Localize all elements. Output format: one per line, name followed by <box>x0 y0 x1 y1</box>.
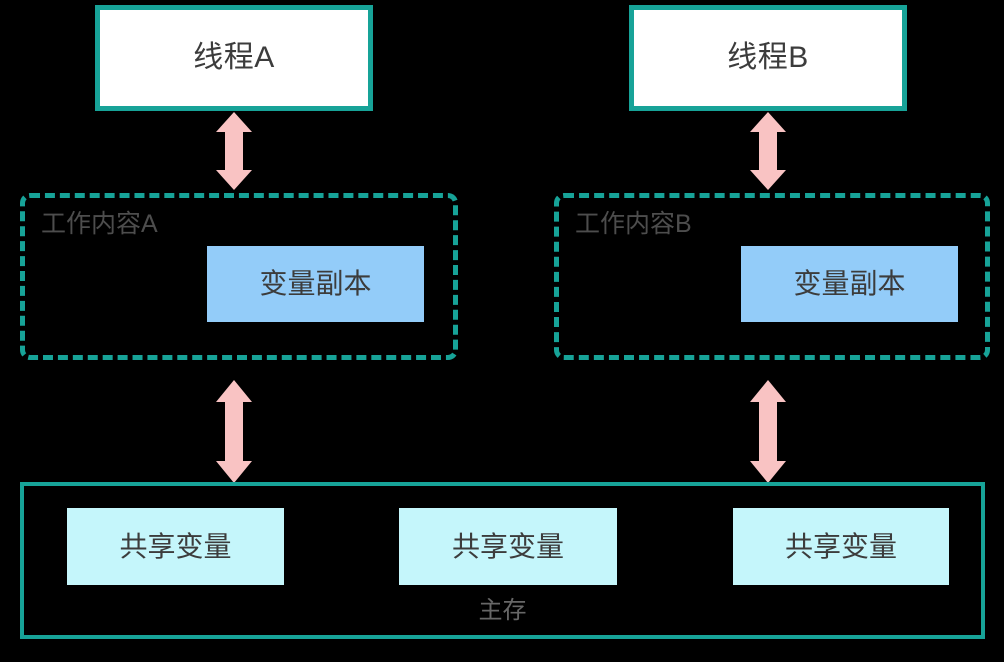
main-memory-box[interactable]: 共享变量 共享变量 共享变量 主存 <box>20 482 985 639</box>
variable-copy-a-box[interactable]: 变量副本 <box>207 246 424 322</box>
thread-a-box[interactable]: 线程A <box>95 5 373 111</box>
shared-variable-box-3[interactable]: 共享变量 <box>733 508 949 585</box>
work-memory-b-box[interactable]: 工作内容B <box>554 193 990 360</box>
arrow-work-b-main-memory <box>750 380 786 483</box>
work-memory-a-label: 工作内容A <box>41 210 158 238</box>
arrow-thread-b-work-b <box>750 112 786 190</box>
bidirectional-arrow-icon <box>750 380 786 483</box>
bidirectional-arrow-icon <box>216 112 252 190</box>
thread-b-label: 线程B <box>727 41 809 74</box>
shared-variable-box-1[interactable]: 共享变量 <box>67 508 284 585</box>
variable-copy-b-box[interactable]: 变量副本 <box>741 246 958 322</box>
variable-copy-a-label: 变量副本 <box>259 268 372 299</box>
shared-variable-label-1: 共享变量 <box>119 530 232 562</box>
variable-copy-b-label: 变量副本 <box>793 268 906 299</box>
work-memory-a-box[interactable]: 工作内容A <box>20 193 458 360</box>
bidirectional-arrow-icon <box>750 112 786 190</box>
shared-variable-label-2: 共享变量 <box>451 530 564 562</box>
arrow-thread-a-work-a <box>216 112 252 190</box>
bidirectional-arrow-icon <box>216 380 252 483</box>
main-memory-label: 主存 <box>478 597 527 624</box>
shared-variable-label-3: 共享变量 <box>784 530 897 562</box>
thread-b-box[interactable]: 线程B <box>629 5 907 111</box>
shared-variable-box-2[interactable]: 共享变量 <box>399 508 617 585</box>
work-memory-b-label: 工作内容B <box>575 210 692 238</box>
arrow-work-a-main-memory <box>216 380 252 483</box>
thread-a-label: 线程A <box>193 41 275 74</box>
